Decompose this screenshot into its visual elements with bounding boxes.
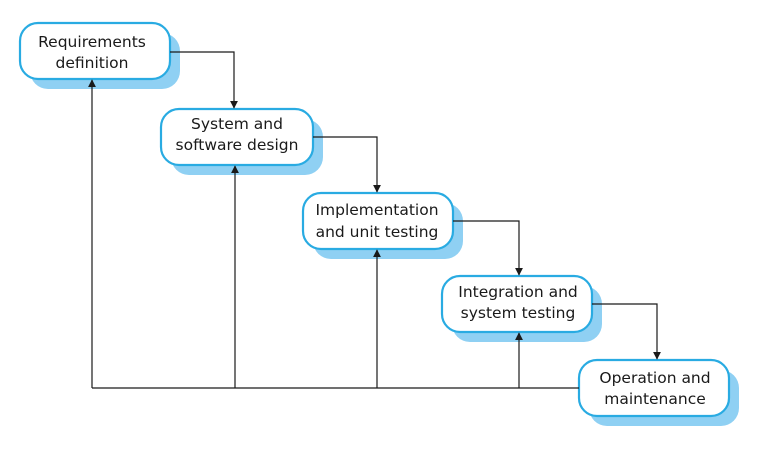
connector-integration-to-operation [592,303,661,360]
stage-label-line-1: Implementation [315,201,438,219]
stage-label-line-1: System and [191,115,283,133]
stage-system-and-software-design: System and software design [159,107,323,175]
stage-label-line-1: Requirements [38,33,146,51]
stage-label-line-2: and unit testing [316,223,439,241]
stage-label-line-2: maintenance [604,390,706,408]
stage-operation-and-maintenance: Operation and maintenance [577,358,739,426]
stage-label-line-2: system testing [461,304,576,322]
stage-label-line-1: Integration and [458,283,578,301]
feedback-connectors [88,79,579,389]
stage-integration-and-system-testing: Integration and system testing [440,274,602,342]
stage-label-line-2: definition [56,54,129,72]
connector-requirements-to-design [170,51,238,109]
connector-design-to-implementation [313,136,381,193]
connector-implementation-to-integration [453,220,523,276]
forward-connectors [170,51,661,360]
stage-box [18,21,172,81]
stage-requirements-definition: Requirements definition [18,21,180,89]
stage-implementation-and-unit-testing: Implementation and unit testing [301,191,463,259]
stage-label-line-2: software design [176,136,299,154]
stage-label-line-1: Operation and [599,369,710,387]
